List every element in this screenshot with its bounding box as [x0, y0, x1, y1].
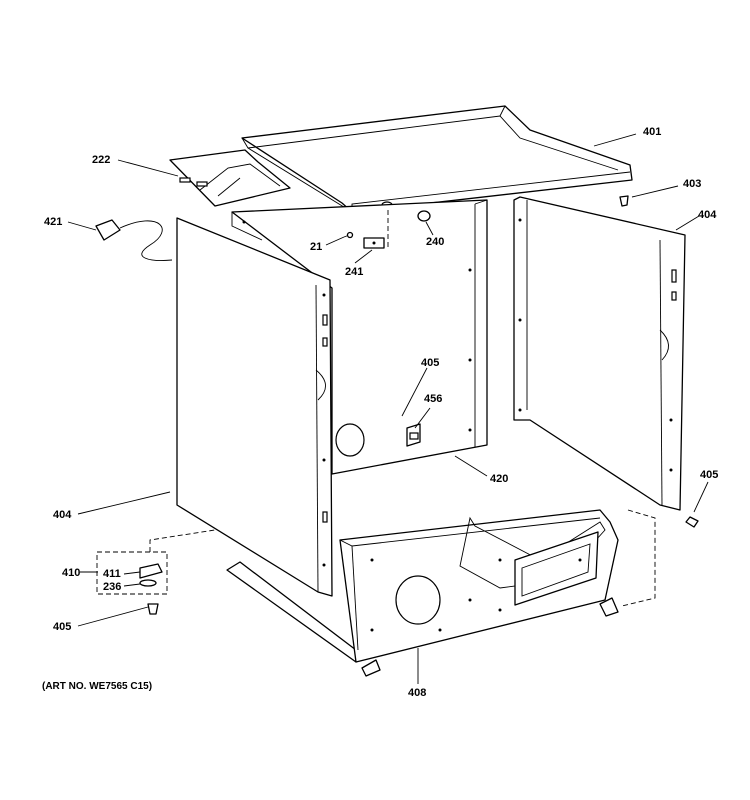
- clip-241: [363, 237, 385, 249]
- callout-222: 222: [92, 154, 110, 166]
- screw-405-left: [147, 603, 159, 615]
- callout-401: 401: [643, 126, 661, 138]
- left-side-panel: [176, 217, 333, 597]
- callout-421: 421: [44, 216, 62, 228]
- callout-236: 236: [103, 581, 121, 593]
- callout-411: 411: [103, 568, 121, 580]
- callout-240: 240: [426, 236, 444, 248]
- power-cord: [95, 219, 173, 261]
- rear-bracket: [169, 149, 291, 207]
- screw-405-right: [685, 516, 699, 528]
- callout-404-right: 404: [698, 209, 717, 221]
- screw-403: [619, 195, 629, 207]
- base-frame: [226, 509, 619, 677]
- art-number: (ART NO. WE7565 C15): [42, 681, 152, 692]
- callout-405-left: 405: [53, 621, 71, 633]
- callout-410: 410: [62, 567, 80, 579]
- callout-403: 403: [683, 178, 701, 190]
- callout-420: 420: [490, 473, 508, 485]
- leveling-leg-kit: [96, 551, 168, 595]
- callout-241: 241: [345, 266, 363, 278]
- plug-240: [417, 210, 431, 222]
- callout-408: 408: [408, 687, 426, 699]
- callout-456: 456: [424, 393, 442, 405]
- callout-21: 21: [310, 241, 322, 253]
- callout-405-right: 405: [700, 469, 718, 481]
- right-side-panel: [513, 196, 686, 511]
- back-panel: [231, 199, 488, 475]
- callout-404-left: 404: [53, 509, 72, 521]
- top-panel: [241, 105, 633, 213]
- screw-21: [343, 231, 354, 239]
- leader-lines: [67, 133, 709, 684]
- callout-405-mid: 405: [421, 357, 439, 369]
